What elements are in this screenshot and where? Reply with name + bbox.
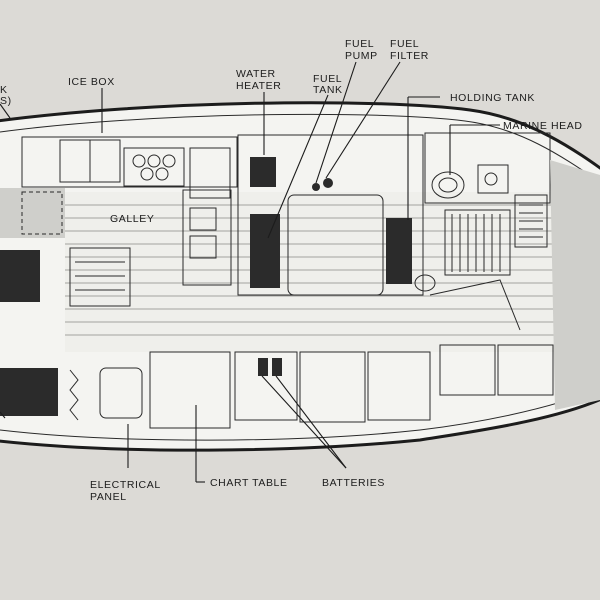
sink-1 — [189, 207, 217, 231]
hull-inner-line — [0, 113, 600, 441]
chart-table — [149, 351, 231, 429]
stove — [123, 147, 185, 187]
port-side-furniture — [0, 351, 431, 429]
leader-lines — [0, 61, 500, 483]
label-fuel-filter-line1: FUEL — [390, 38, 419, 50]
battery-2 — [272, 358, 282, 376]
label-galley: GALLEY — [110, 213, 154, 225]
engine-box — [287, 194, 384, 296]
label-electrical-panel-line2: PANEL — [90, 491, 127, 503]
fuel-tank-right — [386, 218, 412, 284]
battery-1 — [258, 358, 268, 376]
callout-labels: K S) ICE BOX WATER HEATER FUEL TANK FUEL… — [0, 38, 583, 503]
sink-2 — [189, 235, 217, 259]
seat — [99, 367, 143, 419]
label-electrical-panel-line1: ELECTRICAL — [90, 479, 161, 491]
label-chart-table: CHART TABLE — [210, 477, 288, 489]
label-fuel-filter-line2: FILTER — [390, 50, 429, 62]
label-corner-top: K — [0, 84, 8, 96]
galley-left-structure — [0, 188, 131, 307]
label-water-heater-line1: WATER — [236, 68, 276, 80]
fuel-filter — [323, 178, 333, 188]
marine-head-toilet — [431, 171, 465, 199]
engine-compartment — [237, 134, 436, 296]
cabin-sole-planking — [65, 192, 555, 352]
fuel-tank-left — [250, 214, 280, 288]
galley-counter — [21, 136, 238, 286]
label-holding-tank: HOLDING TANK — [450, 92, 535, 104]
head-compartment — [424, 132, 600, 410]
label-marine-head: MARINE HEAD — [503, 120, 583, 132]
label-fuel-pump-line2: PUMP — [345, 50, 378, 62]
label-fuel-pump-line1: FUEL — [345, 38, 374, 50]
label-batteries: BATTERIES — [322, 477, 385, 489]
label-fuel-tank-line1: FUEL — [313, 73, 342, 85]
water-heater-box — [250, 157, 276, 187]
label-ice-box: ICE BOX — [68, 76, 115, 88]
label-corner-mid: S) — [0, 95, 12, 107]
fuel-pump — [312, 183, 320, 191]
label-fuel-tank-line2: TANK — [313, 84, 343, 96]
label-water-heater-line2: HEATER — [236, 80, 281, 92]
